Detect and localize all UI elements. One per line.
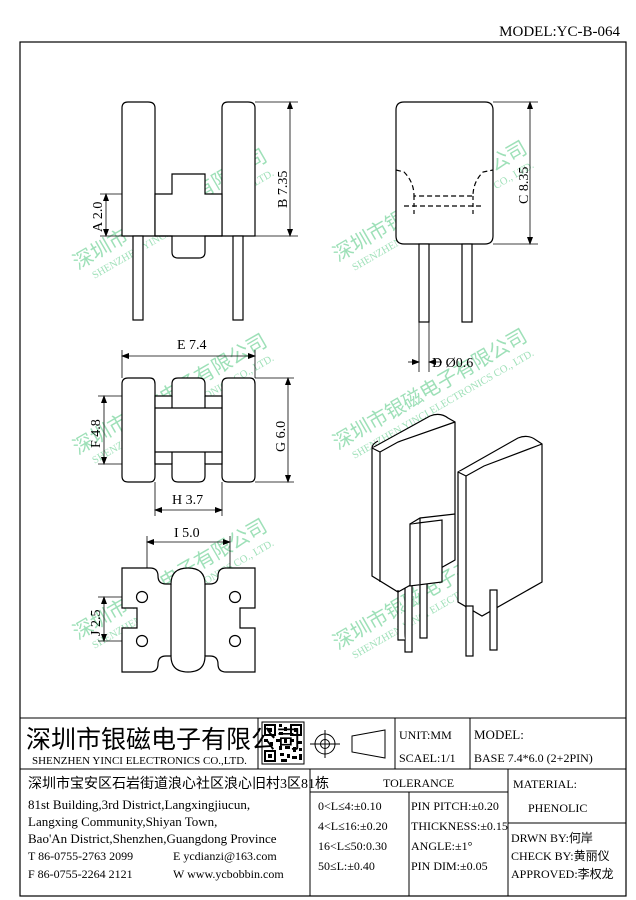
bottom-view-dims [98,536,231,642]
bottom-view [121,567,256,673]
tolerance-row: 50≤L:±0.40 [318,859,375,873]
top-view-dims [98,350,294,516]
address-cn: 深圳市宝安区石岩街道浪心社区浪心旧村3区81栋 [28,777,329,792]
qr-code [261,721,305,765]
front-view [121,101,256,321]
dim-h: H 3.7 [172,493,203,508]
scale-label: SCAEL:1/1 [399,751,456,765]
unit-label: UNIT:MM [399,728,452,742]
isometric-view [371,413,543,657]
company-name-en: SHENZHEN YINCI ELECTRONICS CO.,LTD. [32,755,247,767]
dim-g: G 6.0 [274,421,289,452]
material-value: PHENOLIC [528,801,588,815]
address-en-3: Bao'An District,Shenzhen,Guangdong Provi… [28,831,277,846]
side-view-dims [408,101,538,372]
projection-symbol-icon [310,729,386,759]
front-view-dims [100,101,298,237]
tolerance-spec: THICKNESS:±0.15 [411,819,508,833]
tolerance-title: TOLERANCE [383,776,455,790]
telephone: T 86-0755-2763 2099 [28,849,134,863]
tolerance-spec: PIN DIM:±0.05 [411,859,488,873]
address-en-2: Langxing Community,Shiyan Town, [28,814,218,829]
top-view [121,377,256,483]
tolerance-row: 16<L≤50:0.30 [318,839,388,853]
checked-by: CHECK BY:黄丽仪 [511,849,610,863]
tolerance-row: 0<L≤4:±0.10 [318,799,382,813]
drawn-by: DRWN BY:何岸 [511,831,593,845]
dim-b: B 7.35 [276,171,291,208]
model-label: MODEL: [474,727,524,742]
tolerance-row: 4<L≤16:±0.20 [318,819,388,833]
dim-c: C 8.35 [517,167,532,204]
address-en-1: 81st Building,3rd District,Langxingjiucu… [28,797,251,812]
fax: F 86-0755-2264 2121 [28,867,133,881]
dim-d: D Ø0.6 [432,356,473,371]
material-label: MATERIAL: [513,777,577,791]
approved-by: APPROVED:李权龙 [511,867,614,881]
dim-i: I 5.0 [174,526,200,541]
model-value: BASE 7.4*6.0 (2+2PIN) [474,751,593,765]
dim-a: A 2.0 [91,202,106,232]
website: W www.ycbobbin.com [173,867,284,881]
tolerance-spec: PIN PITCH:±0.20 [411,799,499,813]
dim-j: J 2.5 [89,610,104,636]
sheet-border [19,41,627,897]
model-header: MODEL:YC-B-064 [499,24,620,40]
tolerance-spec: ANGLE:±1° [411,839,473,853]
dim-f: F 4.8 [89,419,104,448]
email: E ycdianzi@163.com [173,849,277,863]
side-view [395,101,494,323]
dim-e: E 7.4 [177,338,207,353]
title-block-grid [20,717,626,896]
company-name-cn: 深圳市银磁电子有限公司 [26,727,302,754]
